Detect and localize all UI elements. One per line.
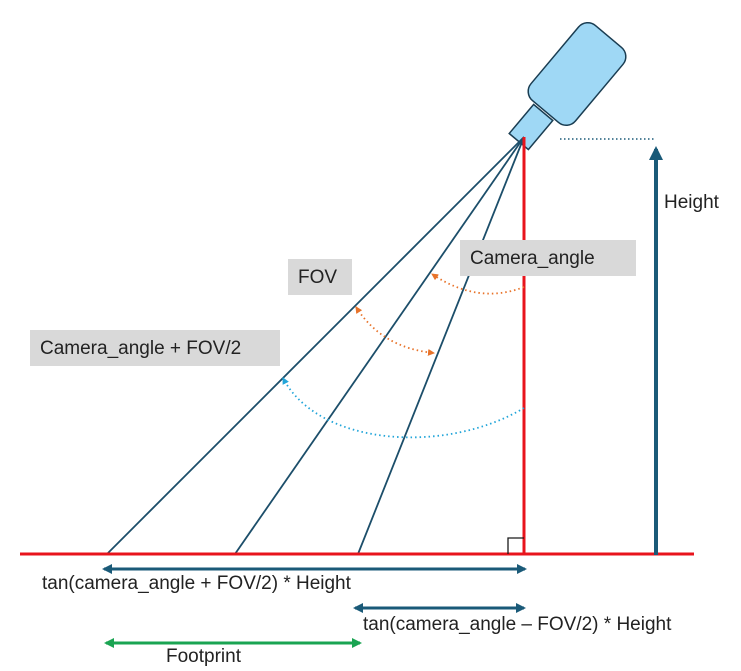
camera-angle-arc bbox=[431, 273, 525, 295]
near-distance-label: tan(camera_angle – FOV/2) * Height bbox=[363, 614, 672, 635]
fov-label: FOV bbox=[288, 259, 352, 295]
ray-camera-angle-minus-half-fov bbox=[357, 136, 525, 555]
camera-icon bbox=[508, 21, 627, 151]
far-distance-label: tan(camera_angle + FOV/2) * Height bbox=[42, 573, 351, 594]
fov-arc bbox=[355, 306, 435, 356]
ray-camera-angle-plus-half-fov bbox=[106, 136, 525, 555]
camera-angle-label: Camera_angle bbox=[460, 240, 636, 276]
camera-angle-plus-half-fov-label: Camera_angle + FOV/2 bbox=[30, 330, 280, 366]
right-angle-marker bbox=[507, 537, 524, 554]
outer-angle-arc bbox=[282, 377, 525, 439]
height-label: Height bbox=[664, 192, 719, 213]
footprint-label: Footprint bbox=[166, 646, 241, 667]
